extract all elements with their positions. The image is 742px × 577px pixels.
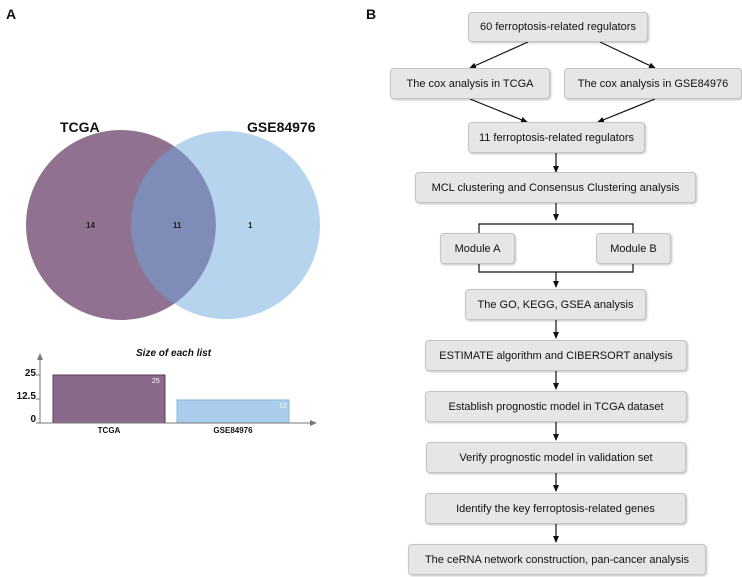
flow-node-cerna-network: The ceRNA network construction, pan-canc… — [408, 544, 706, 575]
venn-count-intersection: 11 — [173, 221, 182, 230]
bar-chart-title: Size of each list — [136, 348, 212, 359]
bar-value-gse84976: 12 — [279, 403, 287, 410]
panel-label-b: B — [366, 6, 377, 22]
y-tick-0: 0 — [30, 414, 36, 425]
x-axis-arrow — [310, 420, 317, 426]
flow-node-module-a: Module A — [440, 233, 515, 264]
venn-count-tcga-only: 14 — [86, 221, 95, 230]
arrow-n1-n2a — [469, 41, 529, 69]
y-axis-arrow — [37, 353, 43, 360]
venn-label-tcga: TCGA — [60, 119, 100, 135]
y-tick-12-5: 12.5 — [16, 391, 36, 402]
arrow-n2a-n3 — [469, 98, 528, 123]
venn-label-gse84976: GSE84976 — [247, 119, 316, 135]
bar-value-tcga: 25 — [152, 378, 160, 385]
flow-node-11-regulators: 11 ferroptosis-related regulators — [468, 122, 645, 153]
flow-node-go-kegg-gsea: The GO, KEGG, GSEA analysis — [465, 289, 646, 320]
flow-node-module-b: Module B — [596, 233, 671, 264]
venn-count-gse84976-only: 1 — [248, 221, 253, 230]
flow-node-verify-model: Verify prognostic model in validation se… — [426, 442, 686, 473]
arrow-n2b-n3 — [597, 98, 656, 123]
flow-node-establish-model: Establish prognostic model in TCGA datas… — [425, 391, 687, 422]
arrow-n1-n2b — [599, 41, 656, 69]
bracket-split — [478, 223, 634, 234]
flow-node-cox-gse84976: The cox analysis in GSE84976 — [564, 68, 742, 99]
flow-node-identify-genes: Identify the key ferroptosis-related gen… — [425, 493, 686, 524]
bar-tcga — [52, 374, 166, 424]
flow-node-cox-tcga: The cox analysis in TCGA — [390, 68, 550, 99]
bracket-merge — [478, 264, 634, 273]
x-tick-tcga: TCGA — [97, 426, 121, 435]
flow-node-estimate-cibersort: ESTIMATE algorithm and CIBERSORT analysi… — [425, 340, 687, 371]
y-tick-25: 25 — [24, 368, 36, 379]
flow-node-mcl-clustering: MCL clustering and Consensus Clustering … — [415, 172, 696, 203]
x-tick-gse84976: GSE84976 — [213, 426, 253, 435]
panel-label-a: A — [6, 6, 17, 22]
venn-intersection — [130, 146, 216, 304]
flow-node-60-regulators: 60 ferroptosis-related regulators — [468, 12, 648, 42]
